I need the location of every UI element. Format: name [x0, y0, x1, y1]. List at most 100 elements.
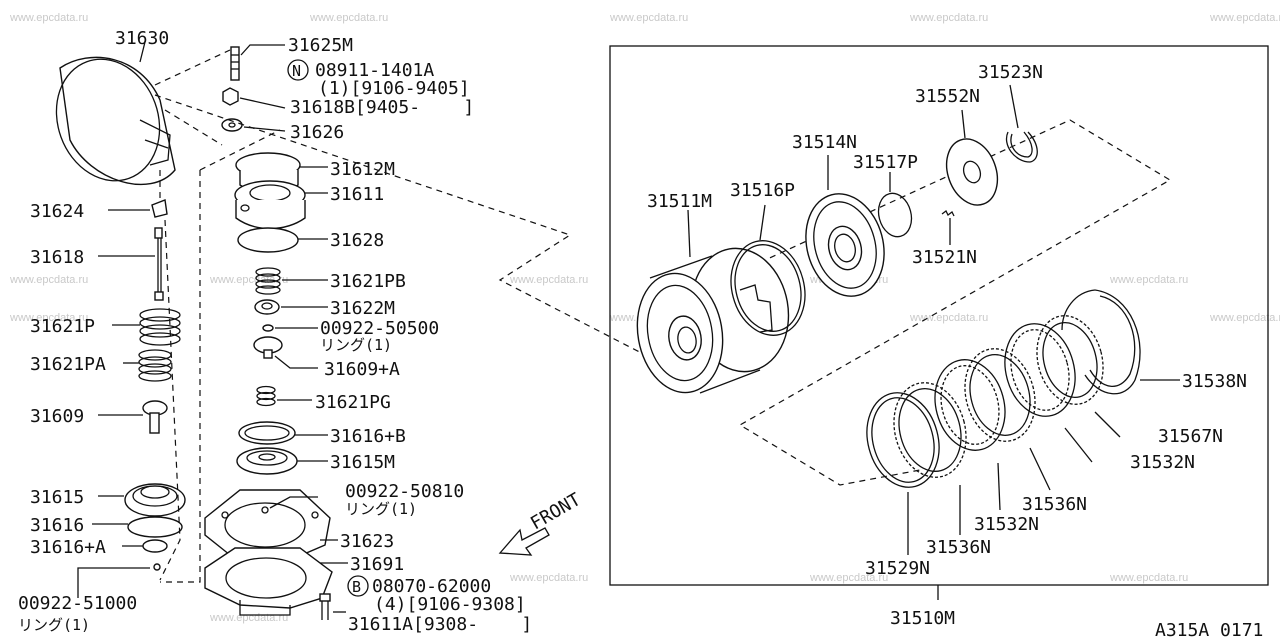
part-label-31615: 31615	[30, 487, 84, 508]
part-label-31567N: 31567N	[1158, 426, 1223, 447]
badge-b-icon	[347, 575, 369, 597]
part-label-31615M: 31615M	[330, 452, 395, 473]
watermark: www.epcdata.ru	[509, 572, 588, 584]
part-label-31532N: 31532N	[974, 514, 1039, 535]
part-label-31691: 31691	[350, 554, 404, 575]
part-label-31616-a: 31616+A	[30, 537, 106, 558]
part-label-31609: 31609	[30, 406, 84, 427]
watermark: www.epcdata.ru	[909, 312, 988, 324]
part-label-31523N: 31523N	[978, 62, 1043, 83]
brake-band-drawing	[55, 56, 176, 186]
watermark: www.epcdata.ru	[209, 612, 288, 624]
part-label-31611: 31611	[330, 184, 384, 205]
watermark: www.epcdata.ru	[1209, 312, 1280, 324]
snap-ring-drawing	[1061, 289, 1141, 395]
spring-drawing	[139, 308, 181, 346]
spring-drawing	[941, 210, 955, 217]
anchor-rod-drawing	[154, 227, 164, 301]
part-label-31611A: 31611A[9308- ]	[348, 614, 532, 635]
snap-ring-drawing	[1005, 131, 1038, 163]
seal-drawing	[877, 192, 913, 238]
watermark: www.epcdata.ru	[309, 12, 388, 24]
part-label-31618B: 31618B[9405- ]	[290, 97, 474, 118]
servo-piston-drawing	[124, 483, 186, 571]
watermark: www.epcdata.ru	[1109, 572, 1188, 584]
part-label-31622M: 31622M	[330, 298, 395, 319]
part-label-31510M: 31510M	[890, 608, 955, 629]
clutch-parts	[636, 84, 1180, 555]
retainer-drawing	[253, 336, 283, 359]
part-label-31536N: 31536N	[1022, 494, 1087, 515]
watermark: www.epcdata.ru	[809, 572, 888, 584]
part-note-ring: リング(1)	[18, 616, 90, 634]
strut-drawing	[151, 199, 168, 218]
watermark: www.epcdata.ru	[909, 12, 988, 24]
part-label-31616-b: 31616+B	[330, 426, 406, 447]
gasket-drawing	[204, 489, 331, 561]
center-parts	[154, 44, 348, 620]
assembly-frame	[609, 45, 1269, 586]
watermark: www.epcdata.ru	[209, 274, 288, 286]
part-label-31621PG: 31621PG	[315, 392, 391, 413]
guide-line	[154, 94, 656, 361]
right-labels: 31523N 31552N 31514N 31517P 31511M 31516…	[647, 62, 1247, 629]
snap-ring-drawing	[730, 240, 806, 336]
spring-drawing	[138, 349, 172, 382]
part-label-31618: 31618	[30, 247, 84, 268]
part-label-31517P: 31517P	[853, 152, 918, 173]
clutch-piston-drawing	[805, 193, 885, 297]
part-label-31630: 31630	[115, 28, 169, 49]
part-label-31623: 31623	[340, 531, 394, 552]
part-label-31621P: 31621P	[30, 316, 95, 337]
spring-drawing	[256, 385, 276, 407]
part-label-31511M: 31511M	[647, 191, 712, 212]
watermark: www.epcdata.ru	[1109, 274, 1188, 286]
servo-piston-drawing	[236, 447, 298, 475]
part-label-00922-51000: 00922-51000	[18, 593, 137, 614]
part-label-31516P: 31516P	[730, 180, 795, 201]
part-label-31628: 31628	[330, 230, 384, 251]
cover-plate-drawing	[204, 547, 333, 616]
part-label-31532N: 31532N	[1130, 452, 1195, 473]
part-label-31609-a: 31609+A	[324, 359, 400, 380]
left-parts	[55, 41, 186, 598]
part-note-08911: (1)[9106-9405]	[318, 78, 470, 99]
part-label-00922-50810: 00922-50810	[345, 481, 464, 502]
watermark: www.epcdata.ru	[9, 274, 88, 286]
part-note-ring: リング(1)	[345, 500, 417, 518]
part-label-31616: 31616	[30, 515, 84, 536]
badge-n-icon	[287, 59, 309, 81]
part-label-31612M: 31612M	[330, 159, 395, 180]
o-ring-drawing	[238, 421, 296, 445]
part-label-31624: 31624	[30, 201, 84, 222]
part-label-00922-50500: 00922-50500	[320, 318, 439, 339]
clutch-drum-drawing	[636, 247, 790, 394]
part-label-31521N: 31521N	[912, 247, 977, 268]
snap-ring-drawing	[262, 324, 274, 332]
part-label-31626: 31626	[290, 122, 344, 143]
spring-retainer-drawing	[945, 138, 999, 206]
retainer-drawing	[254, 299, 280, 315]
washer-drawing	[221, 118, 243, 132]
part-label-31621PA: 31621PA	[30, 354, 106, 375]
part-label-31625M: 31625M	[288, 35, 353, 56]
servo-body-drawing	[234, 180, 306, 230]
bolt-drawing	[319, 593, 331, 620]
spring-drawing	[255, 267, 281, 295]
nut-drawing	[222, 87, 239, 106]
part-note-ring: リング(1)	[320, 336, 392, 354]
part-label-31529N: 31529N	[865, 558, 930, 579]
watermark: www.epcdata.ru	[9, 12, 88, 24]
o-ring-drawing	[237, 227, 299, 253]
center-labels: 31625M N 08911-1401A (1)[9106-9405] 3161…	[287, 35, 532, 635]
part-label-31552N: 31552N	[915, 86, 980, 107]
left-labels: 31630 31624 31618 31621P 31621PA 31609 3…	[18, 28, 169, 634]
part-label-31621PB: 31621PB	[330, 271, 406, 292]
drive-plate-drawing	[893, 382, 967, 478]
retainer-drawing	[142, 400, 168, 434]
watermark: www.epcdata.ru	[9, 312, 88, 324]
driven-plate-drawing	[1004, 323, 1076, 417]
part-label-08911-1401A: 08911-1401A	[315, 60, 434, 81]
dish-plate-drawing	[1036, 315, 1104, 405]
